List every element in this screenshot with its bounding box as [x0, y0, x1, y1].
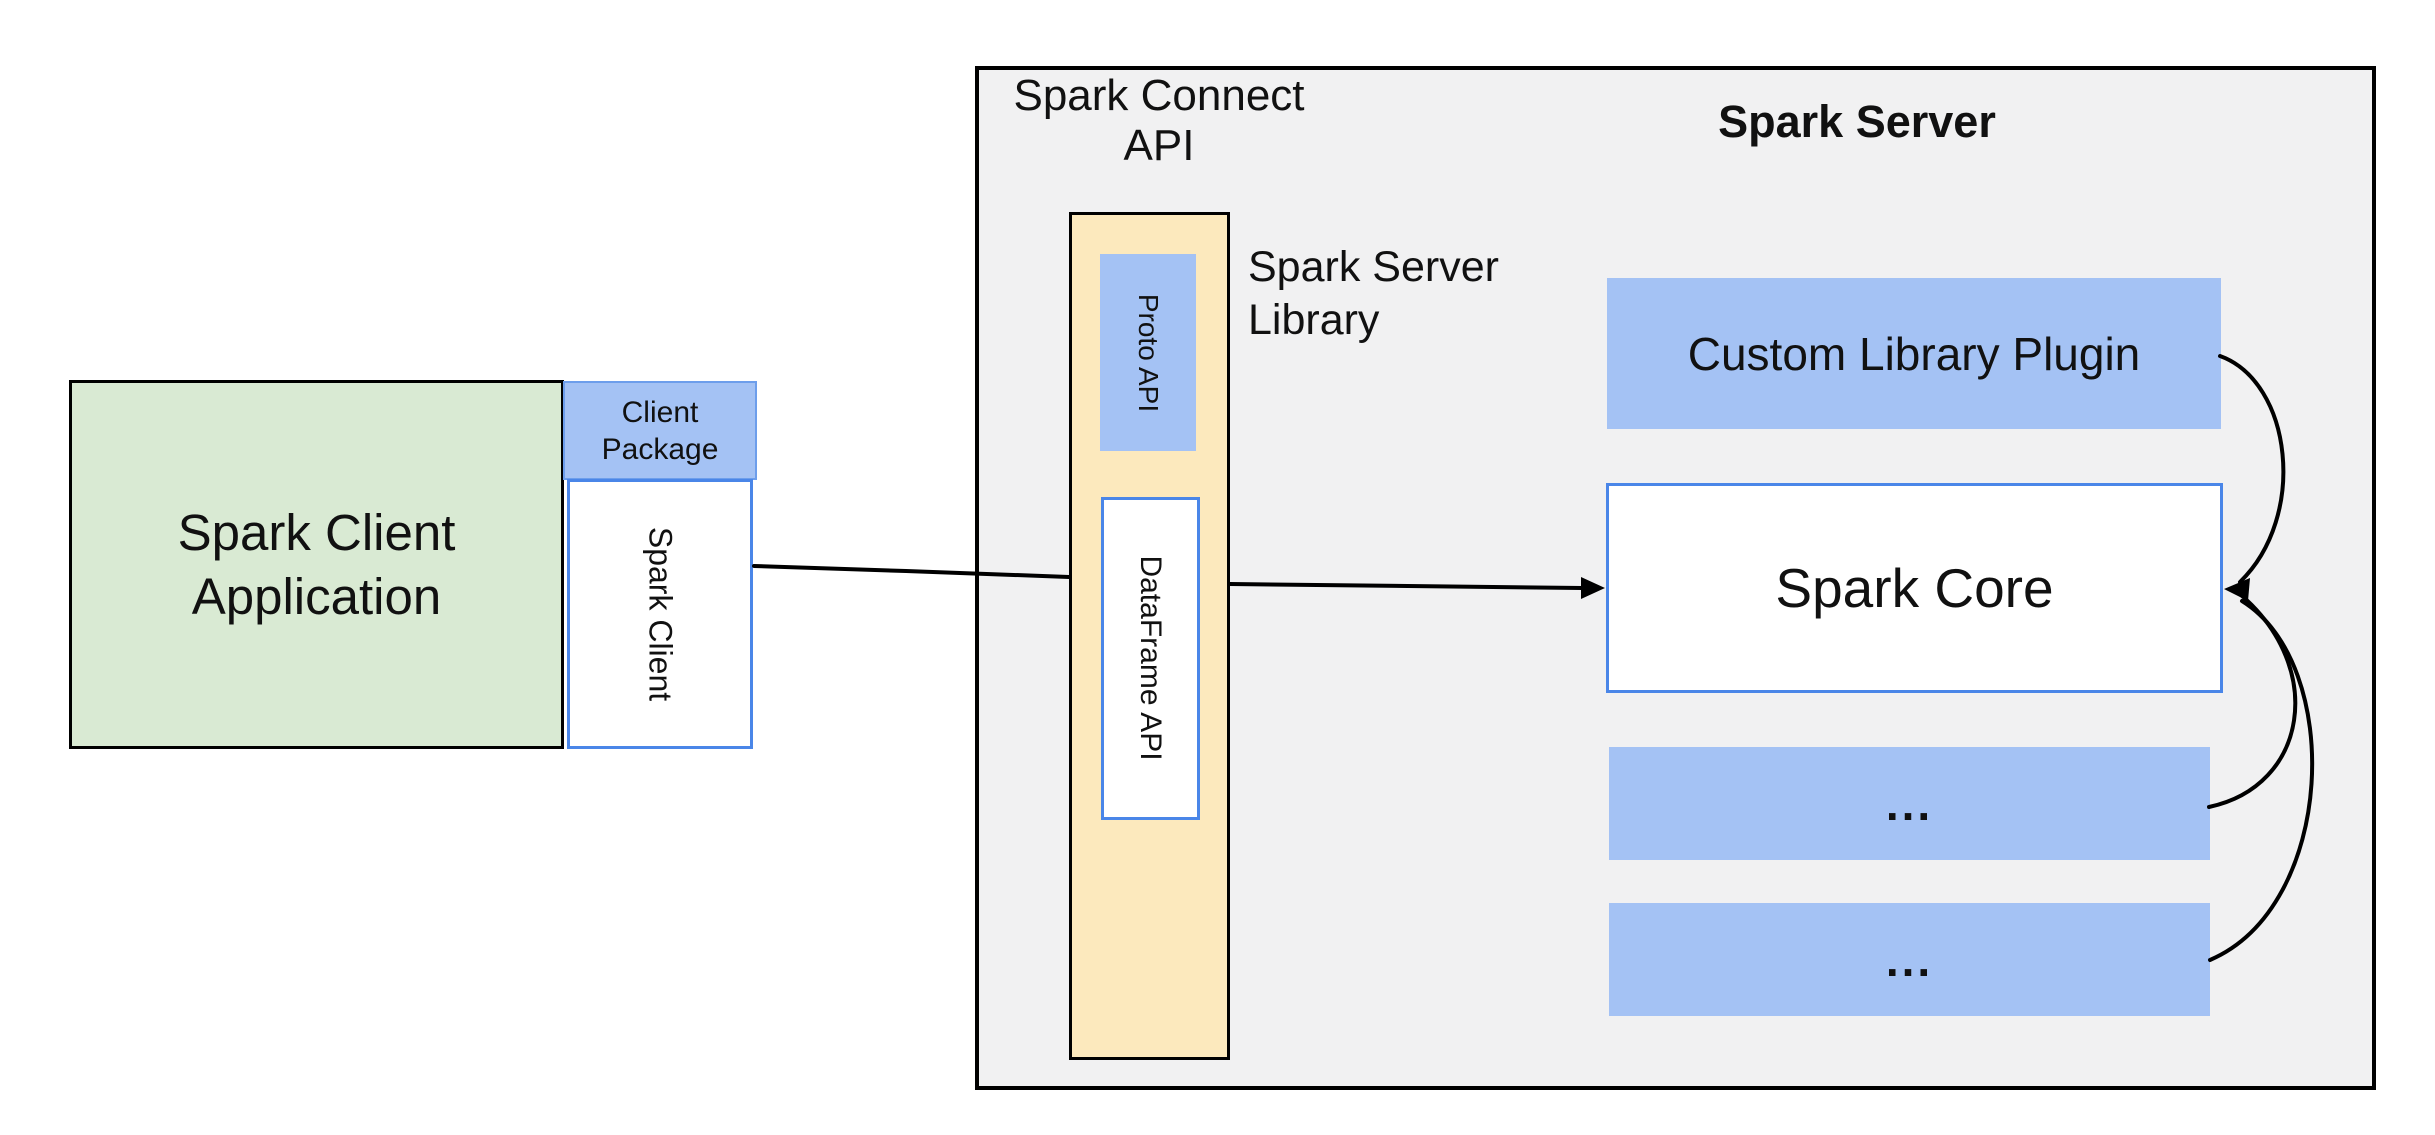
ellipsis-label-2: ... [1885, 933, 1934, 986]
ellipsis-box-1: ... [1609, 747, 2210, 860]
client-package-box: Client Package [563, 381, 757, 480]
spark-server-title: Spark Server [1718, 96, 1996, 147]
spark-server-library-label: Spark Server Library [1248, 243, 1499, 344]
client-package-label: Client Package [601, 395, 719, 466]
dataframe-api-label: DataFrame API [1134, 555, 1167, 761]
ellipsis-box-2: ... [1609, 903, 2210, 1016]
spark-connect-api-title-line1: Spark Connect [1013, 71, 1305, 120]
dataframe-api-box [1101, 497, 1200, 820]
proto-api-label: Proto API [1133, 293, 1164, 413]
spark-connect-api-title-line2: API [1123, 121, 1195, 170]
spark-core-box: Spark Core [1606, 483, 2223, 693]
proto-api-box [1100, 254, 1196, 451]
spark-client-application-box: Spark Client Application [69, 380, 564, 749]
spark-client-box [567, 479, 753, 749]
spark-core-label: Spark Core [1775, 557, 2054, 619]
custom-library-plugin-box: Custom Library Plugin [1607, 278, 2221, 429]
spark-connect-api-title: Spark Connect API [989, 71, 1329, 171]
ellipsis-label-1: ... [1885, 777, 1934, 830]
spark-client-label: Spark Client [642, 526, 679, 702]
custom-library-plugin-label: Custom Library Plugin [1687, 327, 2141, 380]
spark-client-application-label: Spark Client Application [177, 503, 456, 625]
